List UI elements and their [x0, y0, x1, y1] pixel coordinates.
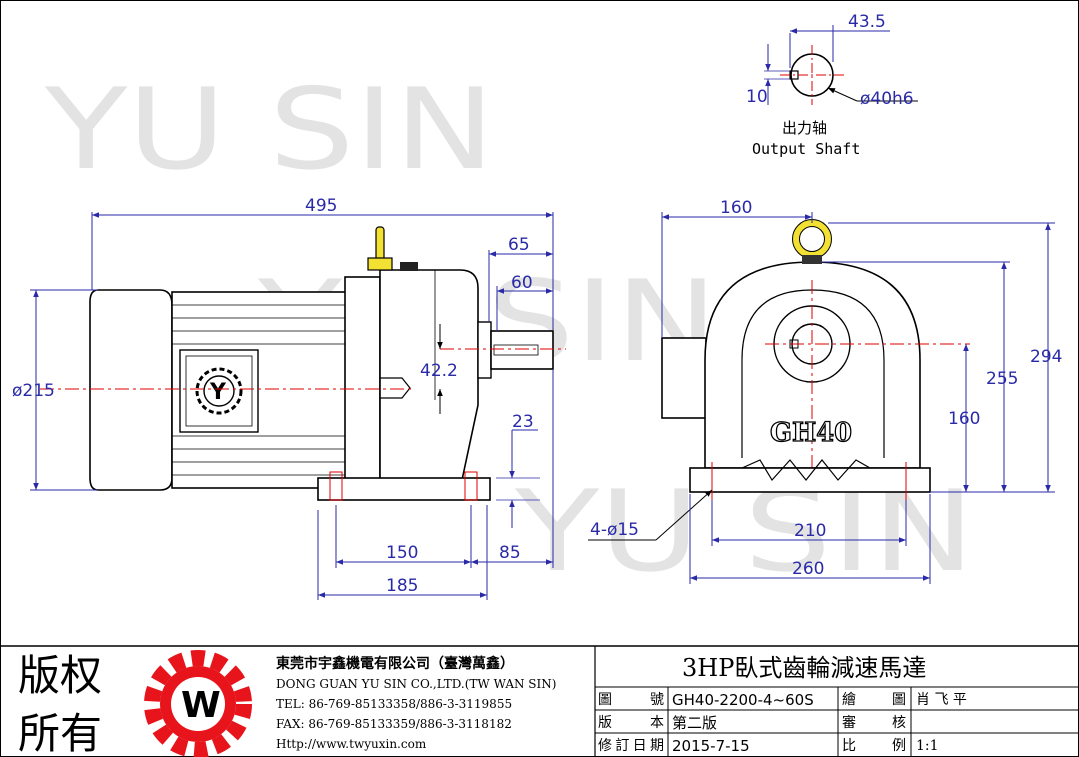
dim-150: 150 — [386, 543, 418, 563]
motor-end-cap — [89, 289, 173, 491]
row1-value: GH40-2200-4~60S — [672, 691, 814, 709]
dim-210: 210 — [794, 521, 826, 541]
dim-260: 260 — [792, 559, 824, 579]
motor-flange — [344, 276, 381, 500]
dim-65: 65 — [508, 235, 530, 255]
dim-body-diameter: ø215 — [12, 381, 55, 401]
dim-60: 60 — [511, 273, 533, 293]
row2-label2: 審 核 — [842, 715, 906, 731]
dim-height-160: 160 — [948, 409, 980, 429]
shaft-width-dim: 43.5 — [848, 12, 886, 32]
row1-label: 圖 號 — [598, 692, 664, 708]
shaft-key-dim: 10 — [746, 87, 768, 107]
nameplate-letter: Y — [209, 380, 227, 405]
shaft-label-cn: 出力轴 — [782, 119, 827, 137]
logo-letter: W — [181, 685, 221, 726]
mounting-foot — [317, 477, 491, 501]
row3-label: 修訂日期 — [598, 738, 664, 754]
row2-value: 第二版 — [672, 714, 717, 732]
front-base — [689, 467, 931, 493]
company-name-cn: 東莞市宇鑫機電有限公司（臺灣萬鑫） — [276, 655, 514, 672]
front-eye-bolt — [792, 219, 832, 259]
copyright-line-1: 版权 — [18, 651, 102, 700]
drawing-title: 3HP臥式齒輪減速馬達 — [682, 654, 926, 682]
row1-label2: 繪 圖 — [842, 691, 906, 708]
dim-holes: 4-ø15 — [590, 520, 639, 540]
title-block: 版权 所有 W 東莞市宇鑫機電有限公司（臺灣萬鑫） DONG GUAN YU S… — [0, 645, 1079, 757]
gearbox-housing — [379, 269, 479, 481]
terminal-box — [661, 337, 707, 419]
output-shaft-detail: 43.5 10 ø40h6 出力轴 Output Shaft — [746, 12, 918, 158]
row3-value2: 1:1 — [916, 738, 939, 754]
company-name-en: DONG GUAN YU SIN CO.,LTD.(TW WAN SIN) — [276, 677, 556, 691]
nameplate-gear-logo — [195, 367, 243, 415]
dim-front-160-top: 160 — [720, 198, 752, 218]
output-shaft-side — [477, 321, 492, 379]
dim-overall-length: 495 — [305, 196, 337, 216]
dim-85: 85 — [499, 543, 521, 563]
company-gear-logo: W — [144, 650, 252, 757]
cooling-fins — [172, 304, 350, 476]
row1-value2: 肖 飞 平 — [916, 692, 967, 708]
company-http: Http://www.twyuxin.com — [276, 737, 427, 751]
company-fax: FAX: 86-769-85133359/886-3-3118182 — [276, 717, 512, 731]
row3-value: 2015-7-15 — [672, 737, 750, 755]
dim-height-255: 255 — [986, 369, 1018, 389]
row3-label2: 比 例 — [842, 738, 906, 754]
dim-185: 185 — [386, 576, 418, 596]
row2-label: 版 本 — [598, 715, 664, 731]
dim-shaft-offset: 42.2 — [420, 361, 458, 381]
side-view: Y 495 65 60 — [12, 196, 566, 600]
front-view: GH40 160 294 255 160 4-ø15 210 — [588, 198, 1062, 584]
copyright-line-2: 所有 — [18, 709, 102, 757]
front-cast-mark: GH40 — [770, 418, 852, 448]
dim-23: 23 — [512, 412, 534, 432]
dim-height-294: 294 — [1030, 347, 1062, 367]
shaft-label-en: Output Shaft — [752, 140, 860, 158]
shaft-diameter-dim: ø40h6 — [860, 89, 914, 109]
watermark-1: YU SIN — [44, 65, 495, 195]
breather-plug — [400, 262, 418, 271]
company-tel: TEL: 86-769-85133358/886-3-3119855 — [276, 697, 512, 711]
